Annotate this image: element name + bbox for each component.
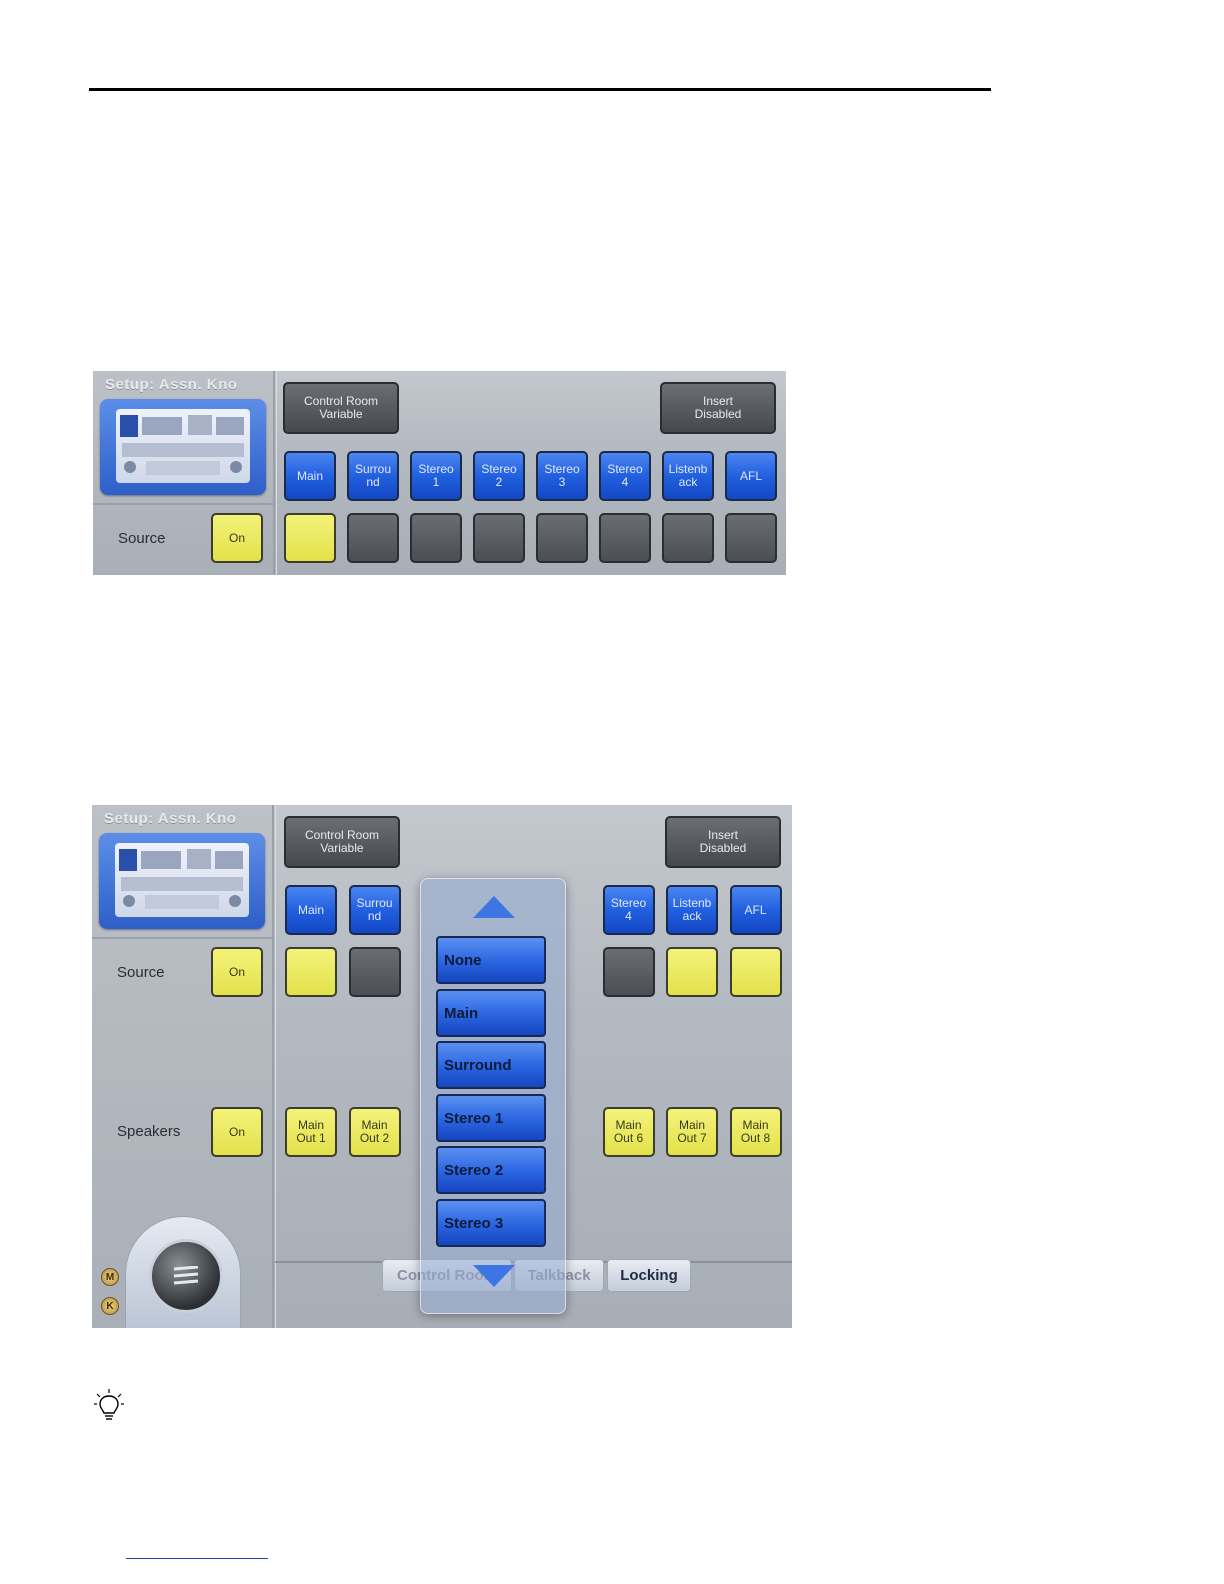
speaker-button-7[interactable]: Main Out 7 xyxy=(666,1107,718,1157)
insert-disabled-button[interactable]: Insert Disabled xyxy=(665,816,781,868)
lightbulb-tip-icon xyxy=(94,1389,124,1420)
console-thumbnail[interactable] xyxy=(99,833,265,929)
k-button[interactable]: K xyxy=(101,1297,119,1315)
console-icon xyxy=(116,409,250,483)
monitor-button-6[interactable]: Stereo 4 xyxy=(599,451,651,501)
source-toggle-6[interactable] xyxy=(599,513,651,563)
tab-locking[interactable]: Locking xyxy=(607,1259,691,1292)
source-toggle-3[interactable] xyxy=(410,513,462,563)
speakers-label: Speakers xyxy=(117,1123,181,1140)
source-toggle-2[interactable] xyxy=(348,947,401,997)
scroll-up-icon[interactable] xyxy=(473,896,515,918)
menu-lines-icon xyxy=(173,1266,199,1285)
left-column: Setup: Assn. Kno Source On xyxy=(93,371,277,575)
footer-link-underline[interactable] xyxy=(126,1558,268,1559)
monitor-button-4[interactable]: Stereo 2 xyxy=(473,451,525,501)
monitor-button-2[interactable]: Surrou nd xyxy=(348,885,401,935)
source-toggle-1[interactable] xyxy=(285,947,337,997)
popup-item-main[interactable]: Main xyxy=(436,989,546,1037)
monitor-button-8[interactable]: AFL xyxy=(729,885,782,935)
monitor-button-7[interactable]: Listenb ack xyxy=(662,451,714,501)
source-toggle-8[interactable] xyxy=(729,947,782,997)
menu-knob[interactable] xyxy=(149,1239,223,1313)
monitor-button-6[interactable]: Stereo 4 xyxy=(602,885,655,935)
source-toggle-7[interactable] xyxy=(662,513,714,563)
speaker-button-2[interactable]: Main Out 2 xyxy=(348,1107,401,1157)
knob-housing xyxy=(125,1216,241,1328)
monitor-button-7[interactable]: Listenb ack xyxy=(666,885,718,935)
popup-item-stereo-3[interactable]: Stereo 3 xyxy=(436,1199,546,1247)
monitor-panel-1: Setup: Assn. Kno Source On Control Room … xyxy=(93,371,786,575)
separator xyxy=(93,503,273,505)
setup-title: Setup: Assn. Kno xyxy=(104,810,237,827)
source-toggle-8[interactable] xyxy=(725,513,777,563)
popup-item-stereo-1[interactable]: Stereo 1 xyxy=(436,1094,546,1142)
monitor-button-2[interactable]: Surrou nd xyxy=(347,451,399,501)
control-room-variable-button[interactable]: Control Room Variable xyxy=(284,816,400,868)
console-thumbnail[interactable] xyxy=(100,399,266,495)
popup-item-stereo-2[interactable]: Stereo 2 xyxy=(436,1146,546,1194)
source-toggle-6[interactable] xyxy=(602,947,655,997)
source-toggle-5[interactable] xyxy=(536,513,588,563)
scroll-down-icon[interactable] xyxy=(473,1265,515,1287)
monitor-button-5[interactable]: Stereo 3 xyxy=(536,451,588,501)
speaker-button-6[interactable]: Main Out 6 xyxy=(602,1107,655,1157)
monitor-button-3[interactable]: Stereo 1 xyxy=(410,451,462,501)
speakers-on-button[interactable]: On xyxy=(211,1107,263,1157)
assignment-popup: None Main Surround Stereo 1 Stereo 2 Ste… xyxy=(420,878,566,1314)
left-column: Setup: Assn. Kno Source On Speakers On M… xyxy=(92,805,276,1328)
monitor-panel-2: Setup: Assn. Kno Source On Speakers On M… xyxy=(92,805,792,1328)
source-toggle-4[interactable] xyxy=(473,513,525,563)
m-button[interactable]: M xyxy=(101,1268,119,1286)
control-room-variable-button[interactable]: Control Room Variable xyxy=(283,382,399,434)
source-toggle-7[interactable] xyxy=(666,947,718,997)
monitor-button-8[interactable]: AFL xyxy=(725,451,777,501)
speaker-button-1[interactable]: Main Out 1 xyxy=(285,1107,337,1157)
popup-item-none[interactable]: None xyxy=(436,936,546,984)
insert-disabled-button[interactable]: Insert Disabled xyxy=(660,382,776,434)
source-toggle-1[interactable] xyxy=(284,513,336,563)
source-label: Source xyxy=(118,530,166,547)
popup-item-surround[interactable]: Surround xyxy=(436,1041,546,1089)
monitor-button-1[interactable]: Main xyxy=(284,451,336,501)
speaker-button-8[interactable]: Main Out 8 xyxy=(729,1107,782,1157)
console-icon xyxy=(115,843,249,917)
top-rule xyxy=(89,88,991,91)
source-toggle-2[interactable] xyxy=(347,513,399,563)
setup-title: Setup: Assn. Kno xyxy=(105,376,238,393)
monitor-button-1[interactable]: Main xyxy=(285,885,337,935)
source-on-button[interactable]: On xyxy=(211,947,263,997)
source-label: Source xyxy=(117,964,165,981)
separator xyxy=(92,937,272,939)
source-on-button[interactable]: On xyxy=(211,513,263,563)
